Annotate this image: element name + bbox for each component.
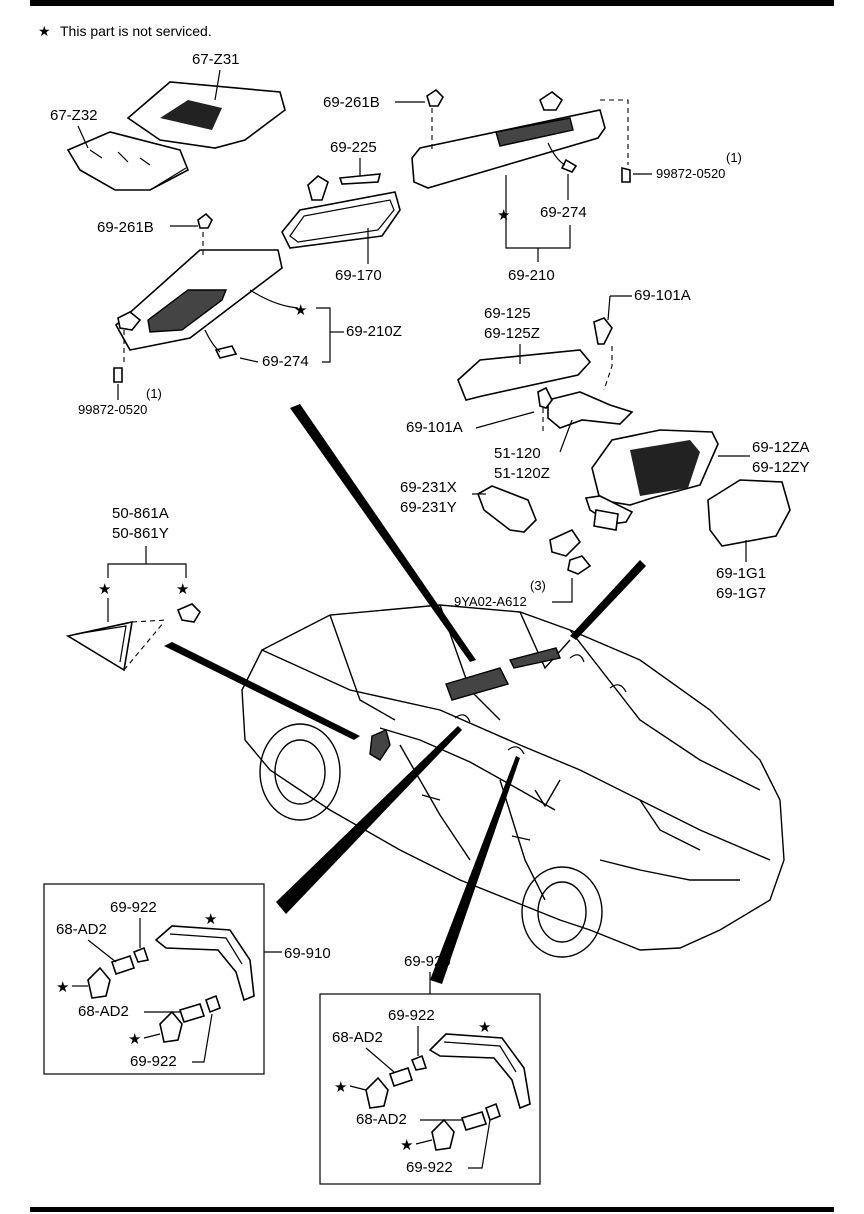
pointer-visor bbox=[290, 404, 476, 662]
label-69-170: 69-170 bbox=[335, 267, 382, 284]
label-69-261b-top: 69-261B bbox=[323, 94, 380, 111]
label-b1-68-ad2-top: 68-AD2 bbox=[56, 921, 107, 938]
sun-visor-right bbox=[411, 88, 631, 189]
pointer-front-grip bbox=[276, 726, 462, 914]
star-b1-cover-bot: ★ bbox=[128, 1031, 141, 1048]
label-b2-69-922-top: 69-922 bbox=[388, 1007, 435, 1024]
assist-grip-front bbox=[87, 925, 255, 1043]
label-b1-68-ad2-bot: 68-AD2 bbox=[78, 1003, 129, 1020]
label-67-z32: 67-Z32 bbox=[50, 107, 98, 124]
pointer-rear-grip bbox=[430, 756, 520, 984]
label-69-125z: 69-125Z bbox=[484, 325, 540, 342]
label-b1-69-922-bot: 69-922 bbox=[130, 1053, 177, 1070]
label-69-125: 69-125 bbox=[484, 305, 531, 322]
label-69-274-left: 69-274 bbox=[262, 353, 309, 370]
star-69-210: ★ bbox=[497, 207, 510, 224]
label-67-z31: 67-Z31 bbox=[192, 51, 240, 68]
label-b2-69-922-bot: 69-922 bbox=[406, 1159, 453, 1176]
star-b1-cover-top: ★ bbox=[56, 979, 69, 996]
label-9ya02-qty: (3) bbox=[530, 578, 546, 593]
pointer-mirror bbox=[570, 560, 646, 640]
star-b2-cover-bot: ★ bbox=[400, 1137, 413, 1154]
label-9ya02-a612: 9YA02-A612 bbox=[454, 594, 527, 609]
legend-star-icon: ★ bbox=[38, 23, 51, 39]
label-69-920: 69-920 bbox=[404, 953, 451, 970]
label-69-274-right: 69-274 bbox=[540, 204, 587, 221]
assist-grip-rear bbox=[365, 1033, 531, 1151]
star-50-861-left: ★ bbox=[98, 581, 111, 598]
door-mirror-assembly bbox=[457, 317, 791, 575]
top-border bbox=[30, 0, 834, 6]
label-69-210z: 69-210Z bbox=[346, 323, 402, 340]
label-51-120z: 51-120Z bbox=[494, 465, 550, 482]
star-50-861-right: ★ bbox=[176, 581, 189, 598]
label-69-12za: 69-12ZA bbox=[752, 439, 810, 456]
sun-visor-left bbox=[113, 212, 283, 383]
label-b1-69-922-top: 69-922 bbox=[110, 899, 157, 916]
label-99872-top: 99872-0520 bbox=[656, 166, 725, 181]
label-b2-68-ad2-bot: 68-AD2 bbox=[356, 1111, 407, 1128]
overhead-console bbox=[66, 81, 286, 191]
label-69-1g1: 69-1G1 bbox=[716, 565, 766, 582]
label-69-12zy: 69-12ZY bbox=[752, 459, 810, 476]
star-b2-grip: ★ bbox=[478, 1019, 491, 1036]
label-69-101a-mid: 69-101A bbox=[406, 419, 463, 436]
bottom-border bbox=[30, 1207, 834, 1212]
assist-grip-box-rear bbox=[319, 993, 541, 1185]
label-69-101a-top: 69-101A bbox=[634, 287, 691, 304]
quarter-window-glass bbox=[65, 603, 202, 672]
label-50-861a: 50-861A bbox=[112, 505, 169, 522]
star-69-210z: ★ bbox=[294, 302, 307, 319]
label-69-225: 69-225 bbox=[330, 139, 377, 156]
label-b2-68-ad2-top: 68-AD2 bbox=[332, 1029, 383, 1046]
label-69-231x: 69-231X bbox=[400, 479, 457, 496]
label-69-210: 69-210 bbox=[508, 267, 555, 284]
label-99872-left: 99872-0520 bbox=[78, 402, 147, 417]
label-69-231y: 69-231Y bbox=[400, 499, 457, 516]
car-body bbox=[241, 604, 785, 958]
label-99872-top-qty: (1) bbox=[726, 150, 742, 165]
label-99872-left-qty: (1) bbox=[146, 386, 162, 401]
star-b2-cover-top: ★ bbox=[334, 1079, 347, 1096]
rear-view-mirror bbox=[281, 173, 401, 249]
label-69-1g7: 69-1G7 bbox=[716, 585, 766, 602]
label-50-861y: 50-861Y bbox=[112, 525, 169, 542]
assist-grip-box-front bbox=[43, 883, 265, 1075]
pointer-glass bbox=[164, 642, 360, 740]
star-b1-grip: ★ bbox=[204, 911, 217, 928]
label-69-261b-left: 69-261B bbox=[97, 219, 154, 236]
label-51-120: 51-120 bbox=[494, 445, 541, 462]
label-69-910: 69-910 bbox=[284, 945, 331, 962]
legend-note: This part is not serviced. bbox=[60, 23, 212, 39]
